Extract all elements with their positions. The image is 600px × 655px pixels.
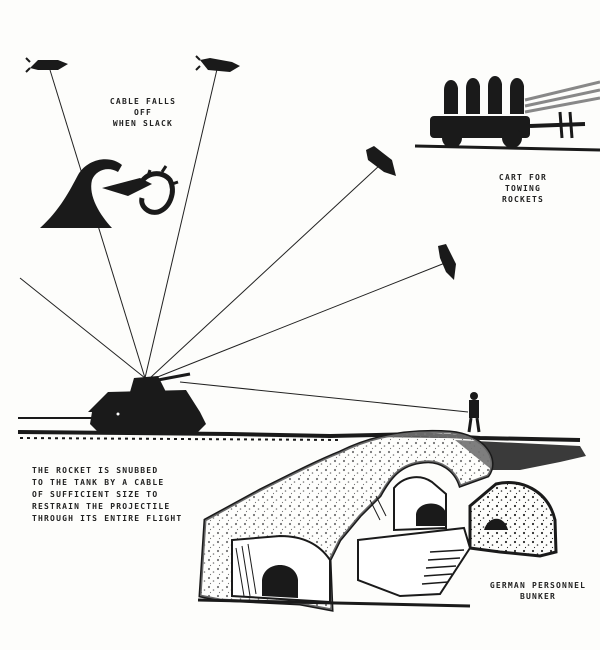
caption-line: THROUGH ITS ENTIRE FLIGHT [32,514,183,523]
caption-cart: CART FOR TOWING ROCKETS [478,172,568,205]
caption-rocket-snubbed: THE ROCKET IS SNUBBED TO THE TANK BY A C… [32,465,207,525]
soldier-icon [467,392,481,433]
caption-line: RESTRAIN THE PROJECTILE [32,502,171,511]
caption-cable-falls: CABLE FALLS OFF WHEN SLACK [98,96,188,129]
caption-line: WHEN SLACK [112,119,174,128]
rocket-icon [195,55,240,72]
caption-line: TO THE TANK BY A CABLE [32,478,165,487]
caption-line: THE ROCKET IS SNUBBED [32,466,159,475]
grapple-hook-icon [40,159,179,228]
caption-line: CART FOR TOWING [498,173,548,193]
rocket-icon [25,57,68,73]
caption-line: ROCKETS [501,195,545,204]
caption-bunker: GERMAN PERSONNEL BUNKER [488,580,588,602]
rocket-icon [438,244,456,280]
bunker-icon [197,429,586,612]
caption-line: BUNKER [519,592,557,601]
caption-line: CABLE FALLS OFF [109,97,177,117]
rocket-icon [366,146,396,176]
caption-line: GERMAN PERSONNEL [489,581,587,590]
rocket-cart-icon [414,75,600,152]
tank-icon [88,372,206,434]
caption-line: OF SUFFICIENT SIZE TO [32,490,159,499]
cable-lines [19,64,469,413]
